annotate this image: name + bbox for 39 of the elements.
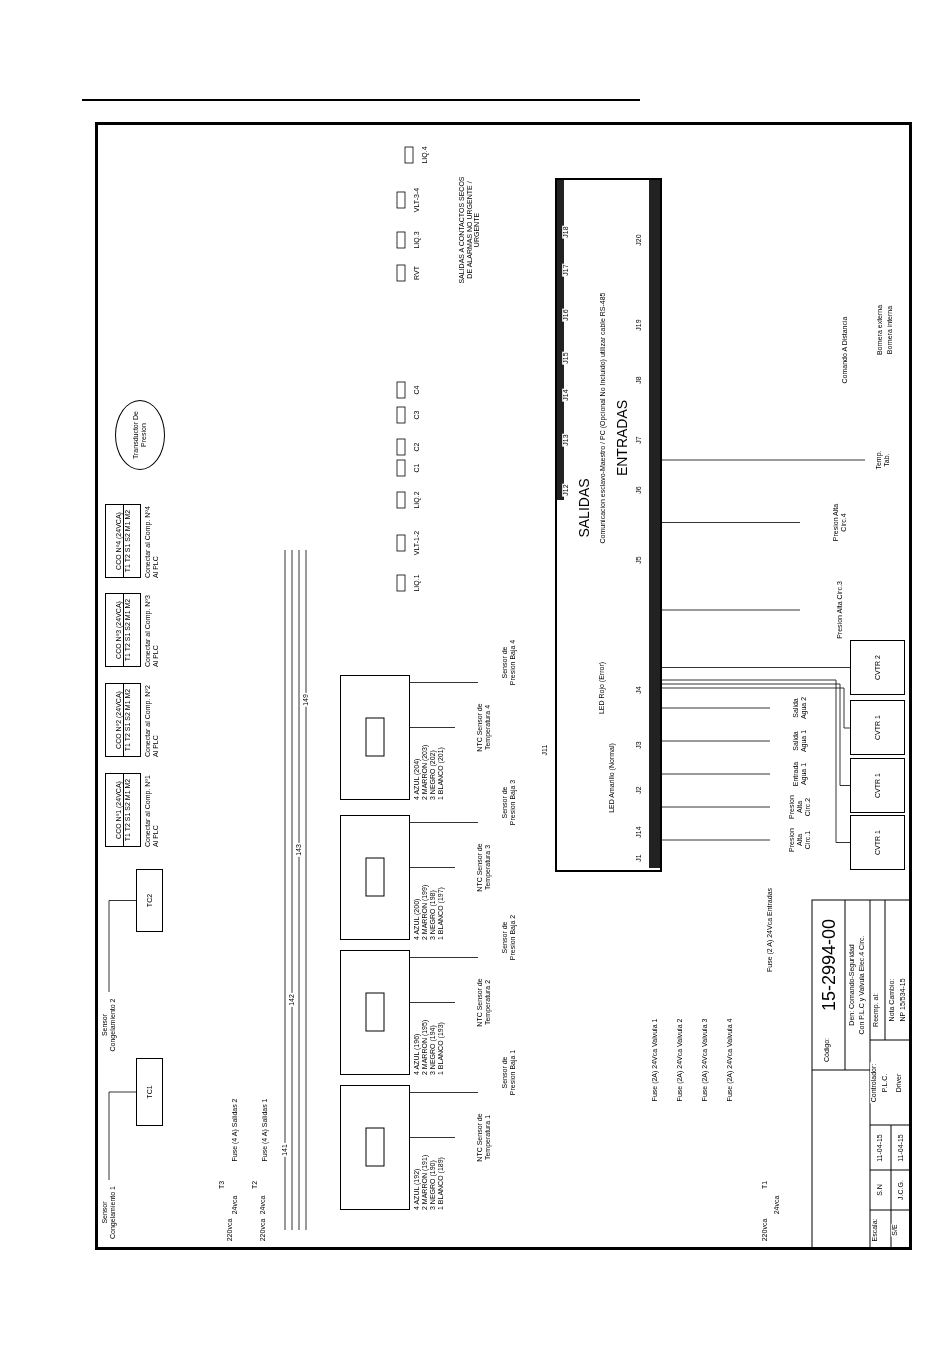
wire (661, 667, 851, 668)
wire (661, 707, 771, 709)
wire (661, 459, 866, 461)
driver-module (340, 950, 410, 1075)
wire (661, 687, 851, 729)
wire (661, 806, 771, 808)
plc-board (555, 178, 662, 872)
converter-module (850, 758, 905, 813)
wire (409, 957, 479, 958)
wire (661, 609, 801, 611)
contactor-block (105, 773, 141, 847)
wire (661, 679, 851, 843)
wire (409, 1137, 456, 1138)
wire (108, 1091, 137, 1181)
wire (409, 1092, 479, 1093)
section-title: SALIDAS (577, 478, 593, 538)
driver-module (340, 815, 410, 940)
wire (409, 682, 479, 683)
wire (409, 822, 479, 823)
contactor-block (105, 593, 141, 667)
section-title: ENTRADAS (615, 399, 631, 477)
wire (661, 683, 851, 786)
wire (661, 522, 801, 523)
contactor-block (105, 683, 141, 757)
converter-module (850, 700, 905, 755)
converter-module (850, 815, 905, 870)
wire (661, 839, 771, 841)
wire (661, 773, 771, 775)
contactor-block (105, 504, 141, 578)
timer-controller (136, 1058, 163, 1126)
timer-controller (136, 869, 163, 932)
converter-module (850, 640, 905, 695)
wire (409, 867, 456, 868)
driver-module (340, 1085, 410, 1210)
wire (409, 1002, 456, 1003)
driver-module (340, 675, 410, 800)
wire (409, 727, 456, 728)
wire (108, 900, 137, 993)
wire (661, 740, 771, 742)
